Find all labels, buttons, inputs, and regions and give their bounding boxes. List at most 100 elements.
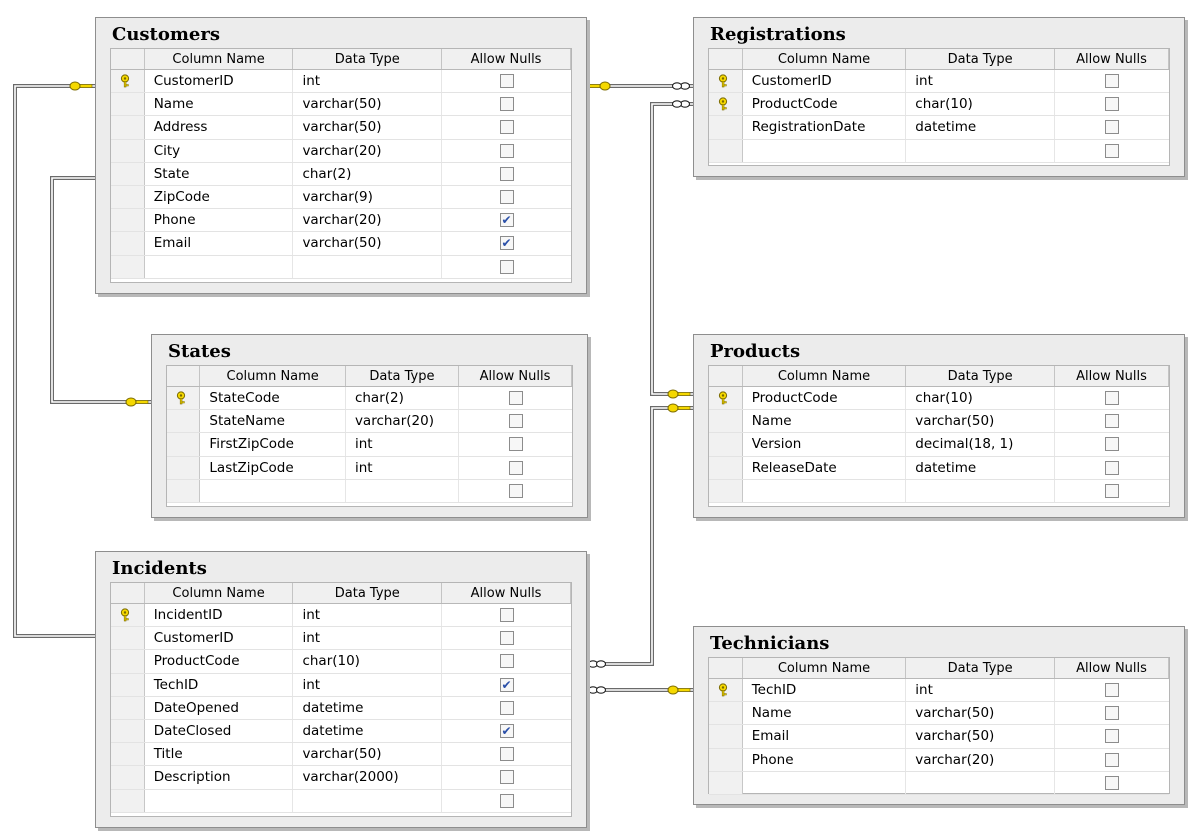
column-name[interactable]: Name (743, 702, 907, 725)
row-selector[interactable] (167, 479, 201, 502)
allow-nulls-checkbox[interactable] (499, 259, 514, 274)
allow-nulls-checkbox[interactable] (1105, 683, 1120, 698)
data-type[interactable]: datetime (906, 456, 1056, 479)
row-selector[interactable] (111, 673, 145, 696)
data-type[interactable]: int (293, 627, 443, 650)
column-name[interactable]: Phone (743, 748, 907, 771)
column-name[interactable]: Email (145, 232, 294, 255)
row-selector[interactable] (111, 766, 145, 789)
allow-nulls-checkbox[interactable] (1105, 483, 1120, 498)
data-type[interactable]: varchar(20) (293, 139, 443, 162)
allow-nulls-checkbox[interactable] (1105, 437, 1120, 452)
data-type[interactable] (346, 479, 460, 502)
empty-row[interactable] (111, 255, 571, 279)
row-selector[interactable] (111, 789, 145, 812)
data-type[interactable]: varchar(50) (293, 743, 443, 766)
row-selector[interactable] (111, 719, 145, 743)
column-name[interactable]: Description (145, 766, 294, 789)
row-selector[interactable] (709, 702, 743, 725)
row-selector[interactable] (709, 387, 743, 410)
data-type[interactable]: varchar(50) (906, 725, 1056, 748)
allow-nulls-checkbox[interactable] (508, 460, 523, 475)
allow-nulls-checkbox[interactable] (1105, 706, 1120, 721)
row-selector[interactable] (111, 162, 145, 185)
column-name[interactable]: Name (145, 93, 294, 116)
row-selector[interactable] (709, 456, 743, 479)
row-selector[interactable] (111, 232, 145, 255)
allow-nulls-checkbox[interactable] (499, 166, 514, 181)
column-name[interactable]: ReleaseDate (743, 456, 907, 479)
column-name[interactable] (200, 479, 346, 502)
data-type[interactable]: datetime (293, 719, 443, 743)
data-type[interactable]: varchar(50) (293, 93, 443, 116)
column-name[interactable]: Title (145, 743, 294, 766)
column-name[interactable]: TechID (145, 673, 294, 696)
row-selector[interactable] (709, 139, 743, 162)
row-selector[interactable] (709, 748, 743, 771)
column-name[interactable] (145, 789, 294, 812)
allow-nulls-checkbox[interactable] (499, 770, 514, 785)
row-selector[interactable] (709, 410, 743, 433)
column-name[interactable] (743, 771, 907, 794)
allow-nulls-checkbox[interactable] (1105, 752, 1120, 767)
column-name[interactable]: DateOpened (145, 696, 294, 719)
row-selector[interactable] (709, 70, 743, 93)
data-type[interactable]: datetime (293, 696, 443, 719)
allow-nulls-checkbox[interactable] (1105, 143, 1120, 158)
column-name[interactable]: ProductCode (743, 387, 907, 410)
column-name[interactable]: ProductCode (145, 650, 294, 673)
column-name[interactable]: City (145, 139, 294, 162)
allow-nulls-checkbox[interactable] (1105, 391, 1120, 406)
column-name[interactable]: DateClosed (145, 719, 294, 743)
row-selector[interactable] (709, 93, 743, 116)
row-selector[interactable] (111, 139, 145, 162)
data-type[interactable] (906, 479, 1056, 502)
row-selector[interactable] (167, 456, 201, 479)
row-selector[interactable] (111, 696, 145, 719)
empty-row[interactable] (709, 139, 1169, 163)
allow-nulls-checkbox[interactable]: ✔ (499, 236, 514, 251)
empty-row[interactable] (111, 789, 571, 813)
allow-nulls-checkbox[interactable] (1105, 729, 1120, 744)
data-type[interactable]: int (346, 456, 460, 479)
data-type[interactable]: varchar(20) (293, 209, 443, 232)
data-type[interactable]: decimal(18, 1) (906, 433, 1056, 456)
data-type[interactable] (906, 771, 1056, 794)
data-type[interactable]: varchar(50) (906, 702, 1056, 725)
data-type[interactable]: char(2) (293, 162, 443, 185)
column-name[interactable]: StateName (200, 410, 346, 433)
allow-nulls-checkbox[interactable] (1105, 74, 1120, 89)
allow-nulls-checkbox[interactable] (1105, 775, 1120, 790)
allow-nulls-checkbox[interactable] (508, 414, 523, 429)
column-name[interactable]: Email (743, 725, 907, 748)
column-name[interactable]: IncidentID (145, 604, 294, 627)
allow-nulls-checkbox[interactable] (499, 793, 514, 808)
allow-nulls-checkbox[interactable] (508, 483, 523, 498)
allow-nulls-checkbox[interactable] (508, 437, 523, 452)
allow-nulls-checkbox[interactable] (499, 654, 514, 669)
column-name[interactable]: Address (145, 116, 294, 139)
column-name[interactable]: Version (743, 433, 907, 456)
row-selector[interactable] (709, 116, 743, 139)
column-name[interactable]: ZipCode (145, 185, 294, 209)
data-type[interactable]: varchar(20) (906, 748, 1056, 771)
data-type[interactable]: char(2) (346, 387, 460, 410)
allow-nulls-checkbox[interactable] (1105, 97, 1120, 112)
row-selector[interactable] (709, 479, 743, 502)
row-selector[interactable] (709, 771, 743, 794)
allow-nulls-checkbox[interactable] (499, 631, 514, 646)
